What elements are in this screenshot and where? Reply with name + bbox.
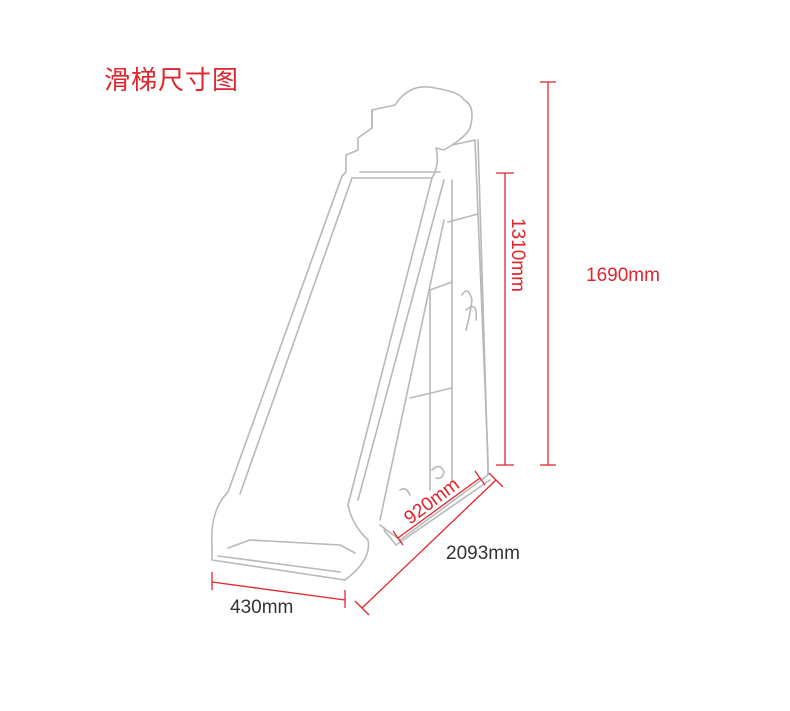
top-crest-outline xyxy=(371,86,473,179)
slide-bottom-lip xyxy=(217,555,341,573)
slide-bottom-bed xyxy=(227,539,356,554)
dim-depth-tick-b xyxy=(474,470,486,486)
base-plinth xyxy=(383,479,491,546)
label-cabinet-height: 1310mm xyxy=(507,218,528,292)
dimension-lines xyxy=(211,81,556,616)
dim-total-length-tick-b xyxy=(488,472,504,488)
slide-bottom-front xyxy=(211,544,346,581)
slide-left-rail-inner xyxy=(239,177,353,495)
slide-right-rail-outer xyxy=(344,177,433,581)
label-total-length: 2093mm xyxy=(446,543,520,564)
cabinet-shelf-1 xyxy=(429,281,453,291)
cabinet-top-shelf xyxy=(447,213,479,223)
dim-total-length-line xyxy=(361,479,497,609)
cabinet-front-diagonal xyxy=(379,219,445,521)
label-total-height: 1690mm xyxy=(586,265,660,286)
slide-left-rail-outer xyxy=(211,175,343,546)
dim-total-length-tick-a xyxy=(354,600,370,616)
page-title: 滑梯尺寸图 xyxy=(104,66,240,96)
dim-slide-width-line xyxy=(211,581,346,601)
cabinet-shelf-2 xyxy=(409,387,453,399)
dim-depth-tick-a xyxy=(392,530,404,546)
slide-left-steps xyxy=(341,109,373,177)
dim-depth-line xyxy=(397,477,481,539)
bear-decoration-2 xyxy=(399,488,411,496)
bear-decoration xyxy=(431,465,445,480)
label-slide-width: 430mm xyxy=(230,597,293,618)
slide-right-rail-inner xyxy=(357,179,445,501)
cabinet-right-edge xyxy=(477,139,489,471)
slide-illustration xyxy=(211,86,491,581)
butterfly-decoration xyxy=(461,290,478,331)
